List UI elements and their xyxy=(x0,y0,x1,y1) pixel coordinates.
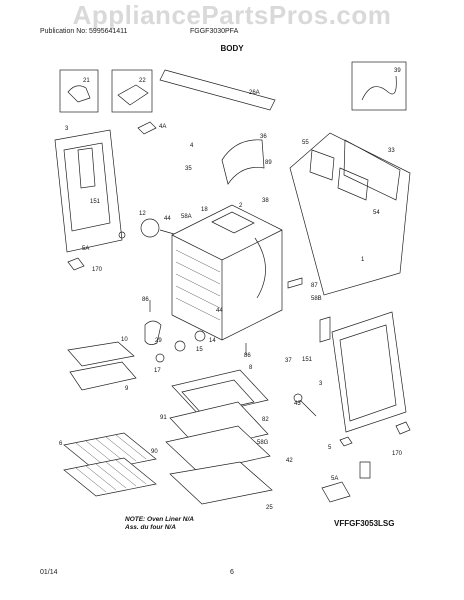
callout-label: 58A xyxy=(181,214,192,220)
inset-box-22 xyxy=(111,69,153,113)
callout-label: 4 xyxy=(190,143,194,149)
callout-label: 25 xyxy=(266,505,273,511)
callout-label: 8 xyxy=(249,365,253,371)
part-22-bracket xyxy=(117,84,149,106)
callout-label: 4A xyxy=(159,124,167,130)
callout-label: 89 xyxy=(265,160,272,166)
callout-label: 33 xyxy=(388,148,395,154)
part-25-bottom xyxy=(169,461,273,505)
part-14-knob xyxy=(194,330,206,342)
part-29-cover xyxy=(144,320,162,345)
part-12-valve xyxy=(140,218,160,238)
inset-box-21 xyxy=(59,69,99,113)
callout-label: 36 xyxy=(260,134,267,140)
callout-label: 5A xyxy=(82,246,90,252)
part-5a-bracket xyxy=(321,481,351,503)
part-6-rack-lower xyxy=(63,457,157,497)
callout-label: 35 xyxy=(185,166,192,172)
callout-label: 29 xyxy=(155,338,162,344)
callout-label: 91 xyxy=(160,415,167,421)
callout-label: 44 xyxy=(164,216,171,222)
part-26a-bar xyxy=(159,69,276,111)
part-6-rack-upper xyxy=(63,432,157,472)
callout-label: 151 xyxy=(302,357,313,363)
callout-label: 37 xyxy=(285,358,292,364)
part-42-base xyxy=(165,425,271,473)
callout-label: 170 xyxy=(92,267,103,273)
part-151-hinge xyxy=(319,316,331,343)
callout-label: 82 xyxy=(262,417,269,423)
callout-label: 1 xyxy=(361,257,365,263)
part-18-plate xyxy=(211,211,255,234)
callout-label: 2 xyxy=(239,203,243,209)
model-number: FGGF3030PFA xyxy=(190,28,239,35)
publication-number: Publication No: 5995641411 xyxy=(40,28,128,35)
callout-label: 38 xyxy=(262,198,269,204)
callout-label: 90 xyxy=(151,449,158,455)
part-5a-leg xyxy=(67,257,85,271)
part-43-bolt xyxy=(299,399,317,417)
callout-label: 15 xyxy=(196,347,203,353)
part-54-box xyxy=(337,167,369,201)
note-line-2: Ass. du four N/A xyxy=(125,524,176,531)
watermark: AppliancePartsPros.com xyxy=(72,0,392,30)
part-2-oven-body xyxy=(171,204,283,341)
callout-label: 58G xyxy=(257,440,269,446)
callout-label: 44 xyxy=(216,308,223,314)
callout-label: 14 xyxy=(209,338,216,344)
callout-label: 12 xyxy=(139,211,146,217)
callout-label: 87 xyxy=(311,283,318,289)
callout-label: 10 xyxy=(121,337,128,343)
callout-label: 86 xyxy=(244,353,251,359)
callout-label: 151 xyxy=(90,199,101,205)
part-17-knob xyxy=(155,353,165,363)
note-line-1: NOTE: Oven Liner N/A xyxy=(125,516,194,523)
callout-label: 42 xyxy=(286,458,293,464)
part-36-vent xyxy=(221,139,265,185)
footer-page-number: 6 xyxy=(230,569,234,576)
part-5-leg xyxy=(359,461,371,479)
callout-label: 26A xyxy=(249,90,260,96)
part-55-cover xyxy=(309,149,335,181)
callout-label: 39 xyxy=(394,68,401,74)
section-title: BODY xyxy=(220,44,244,53)
callout-label: 17 xyxy=(154,368,161,374)
callout-label: 6 xyxy=(59,441,63,447)
oven-liner-note: NOTE: Oven Liner N/A Ass. du four N/A xyxy=(125,516,194,532)
callout-label: 21 xyxy=(83,78,90,84)
part-1-rear-panel xyxy=(289,132,411,296)
part-9-broil-pan xyxy=(69,361,137,391)
part-21-bracket xyxy=(67,85,91,103)
callout-label: 9 xyxy=(125,386,129,392)
part-3-side-panel xyxy=(331,311,407,433)
callout-label: 170 xyxy=(392,451,403,457)
callout-label: 54 xyxy=(373,210,380,216)
part-3-door xyxy=(54,129,123,253)
part-58b-strip xyxy=(287,277,303,289)
callout-label: 5 xyxy=(328,445,332,451)
diagram-code: VFFGF3053LSG xyxy=(334,519,395,528)
callout-label: 86 xyxy=(142,297,149,303)
callout-label: 22 xyxy=(139,78,146,84)
part-10-broil-grid xyxy=(67,341,135,367)
part-4a-clip xyxy=(137,121,157,135)
part-38-wrap xyxy=(254,237,266,299)
part-170-bracket xyxy=(395,421,411,435)
part-39-wire xyxy=(361,75,397,101)
callout-label: 43 xyxy=(294,401,301,407)
callout-label: 58B xyxy=(311,296,322,302)
callout-label: 18 xyxy=(201,207,208,213)
footer-date: 01/14 xyxy=(40,569,58,576)
part-15-knob xyxy=(174,340,186,352)
inset-box-39 xyxy=(351,61,407,111)
callout-label: 3 xyxy=(319,381,323,387)
callout-label: 3 xyxy=(65,126,69,132)
callout-label: 5A xyxy=(331,476,339,482)
callout-label: 55 xyxy=(302,140,309,146)
